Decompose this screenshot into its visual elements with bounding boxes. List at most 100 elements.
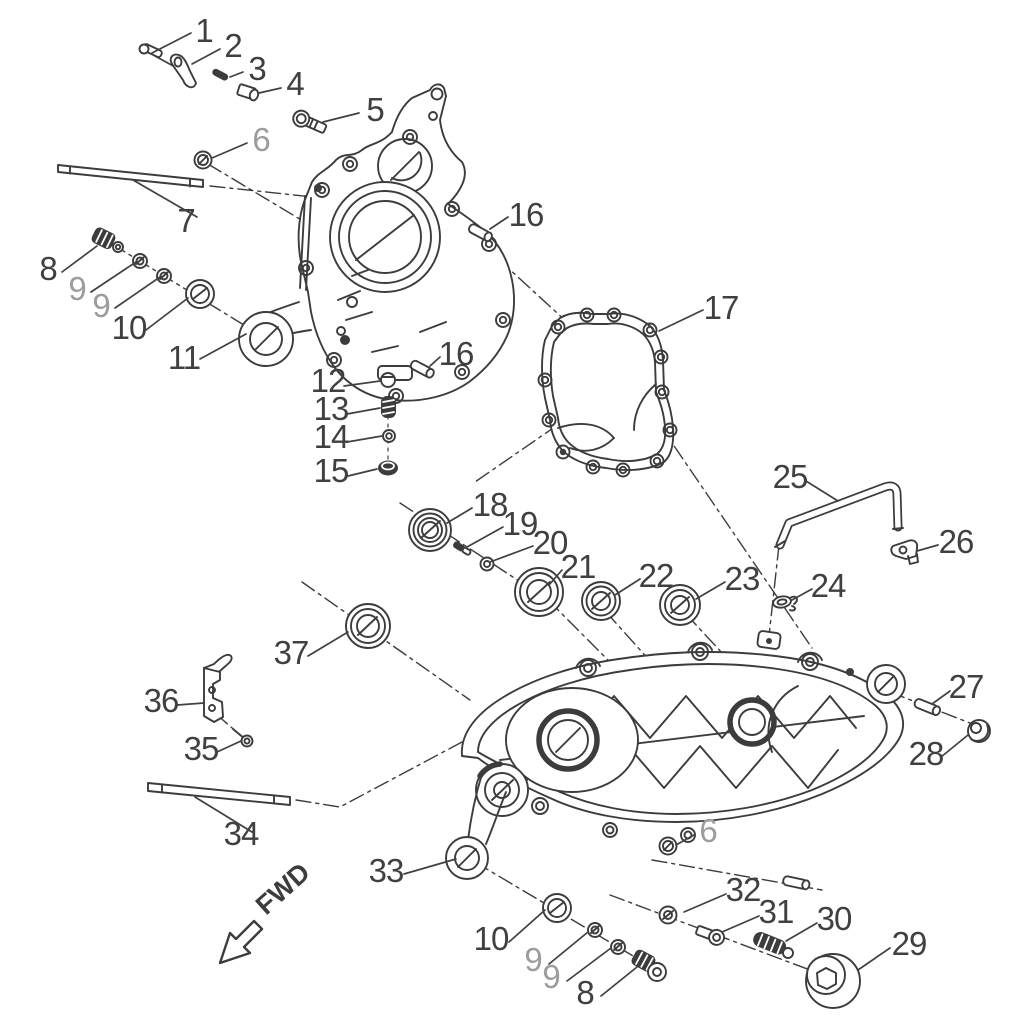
leader-24 xyxy=(792,589,812,600)
leader-6b xyxy=(676,835,694,845)
callout-24-label: 24 xyxy=(811,567,846,604)
part-26-clamp xyxy=(891,540,918,564)
callout-14-label: 14 xyxy=(314,418,349,455)
callout-28-label: 28 xyxy=(909,735,944,772)
callout-20-label: 20 xyxy=(533,524,568,561)
callout-7-label: 7 xyxy=(177,202,194,239)
leader-32 xyxy=(684,894,726,912)
callout-37-label: 37 xyxy=(274,634,309,671)
part-14-washer xyxy=(383,430,395,442)
part-34-rod xyxy=(148,783,290,805)
leader-14 xyxy=(347,436,382,442)
callout-8a-label: 8 xyxy=(39,250,56,287)
part-32-washer xyxy=(660,907,677,924)
fwd-label: FWD xyxy=(250,857,316,920)
part-8-plug-screw xyxy=(91,227,123,252)
callout-2-label: 2 xyxy=(224,27,241,64)
part-16-dowel-pin xyxy=(468,223,494,242)
leader-34 xyxy=(195,797,252,832)
lower-crankcase-drawing xyxy=(446,631,905,879)
leader-16a xyxy=(490,217,508,229)
upper-crankcase-drawing xyxy=(239,84,514,403)
callout-11-label: 11 xyxy=(168,339,200,376)
part-30-spring xyxy=(753,932,793,958)
part-7-rod xyxy=(58,165,203,187)
callout-4-label: 4 xyxy=(286,65,304,102)
callout-27a-label: 27 xyxy=(949,668,984,705)
callout-15-label: 15 xyxy=(314,452,349,489)
callout-31-label: 31 xyxy=(759,893,794,930)
leader-19 xyxy=(467,527,503,547)
part-27-dowel-pin xyxy=(782,876,810,890)
part-1-pin xyxy=(140,43,163,58)
part-15-plug xyxy=(378,460,398,476)
callout-9d-label: 9 xyxy=(542,958,559,995)
part-10-bushing xyxy=(186,280,214,308)
leader-1 xyxy=(152,33,191,53)
part-17-gasket xyxy=(539,309,677,477)
part-12-cap xyxy=(381,373,395,387)
leader-5 xyxy=(323,113,359,122)
part-35-screw xyxy=(233,729,253,747)
callout-30-label: 30 xyxy=(817,900,852,937)
callout-5-label: 5 xyxy=(366,91,383,128)
leader-9c xyxy=(549,932,588,964)
callout-18-label: 18 xyxy=(473,486,508,523)
gasket-bolt-holes xyxy=(539,309,677,477)
part-37-oil-seal xyxy=(346,604,390,648)
part-16-dowel-pin xyxy=(409,359,435,378)
leader-9d xyxy=(567,948,611,981)
part-8-plug-screw xyxy=(631,949,666,981)
callout-32-label: 32 xyxy=(726,871,761,908)
leader-26 xyxy=(917,545,938,551)
leader-13 xyxy=(347,408,380,414)
leader-7 xyxy=(133,180,197,217)
leader-22 xyxy=(615,579,640,595)
leader-23 xyxy=(696,582,725,599)
part-25-breather-tube xyxy=(775,486,903,547)
callout-10b-label: 10 xyxy=(474,920,509,957)
part-10-bushing xyxy=(543,894,571,922)
leader-35 xyxy=(217,741,241,752)
callout-10a-label: 10 xyxy=(112,309,147,346)
part-5-flange-bolt xyxy=(291,108,329,136)
leader-10b xyxy=(509,910,545,942)
part-18-oil-seal xyxy=(409,509,451,551)
callout-25-label: 25 xyxy=(773,458,808,495)
part-20-washer xyxy=(481,558,494,571)
leader-33 xyxy=(404,859,456,874)
callout-1-label: 1 xyxy=(195,12,212,49)
callout-34-label: 34 xyxy=(224,815,259,852)
leader-10a xyxy=(146,298,188,330)
callout-29-label: 29 xyxy=(892,925,927,962)
leader-16b xyxy=(430,357,440,366)
part-29-strainer-cap xyxy=(806,954,860,1008)
callout-8b-label: 8 xyxy=(576,974,593,1011)
callout-9a-label: 9 xyxy=(68,270,85,307)
leader-18 xyxy=(447,508,472,523)
upper-case-bolt-eyelets xyxy=(299,130,510,403)
leader-17 xyxy=(659,310,703,331)
part-9-washer xyxy=(611,940,625,954)
leader-12 xyxy=(344,381,380,386)
callout-22-label: 22 xyxy=(639,557,674,594)
part-9-washer xyxy=(157,269,171,283)
callout-33-label: 33 xyxy=(369,852,404,889)
callout-16b-label: 16 xyxy=(439,335,474,372)
callout-36-label: 36 xyxy=(144,682,179,719)
leader-29 xyxy=(858,948,890,970)
callout-21-label: 21 xyxy=(561,548,596,585)
part-24-clip xyxy=(772,595,797,611)
leader-31 xyxy=(722,916,759,932)
leader-25 xyxy=(806,481,838,501)
part-31-bolt xyxy=(694,923,726,947)
callout-26-label: 26 xyxy=(939,523,974,560)
lower-case-bottom-lugs xyxy=(532,798,695,842)
part-27-dowel-pin xyxy=(913,698,941,716)
callout-23-label: 23 xyxy=(725,560,760,597)
part-2-hook-lever xyxy=(171,55,196,88)
part-4-dowel xyxy=(237,84,260,102)
